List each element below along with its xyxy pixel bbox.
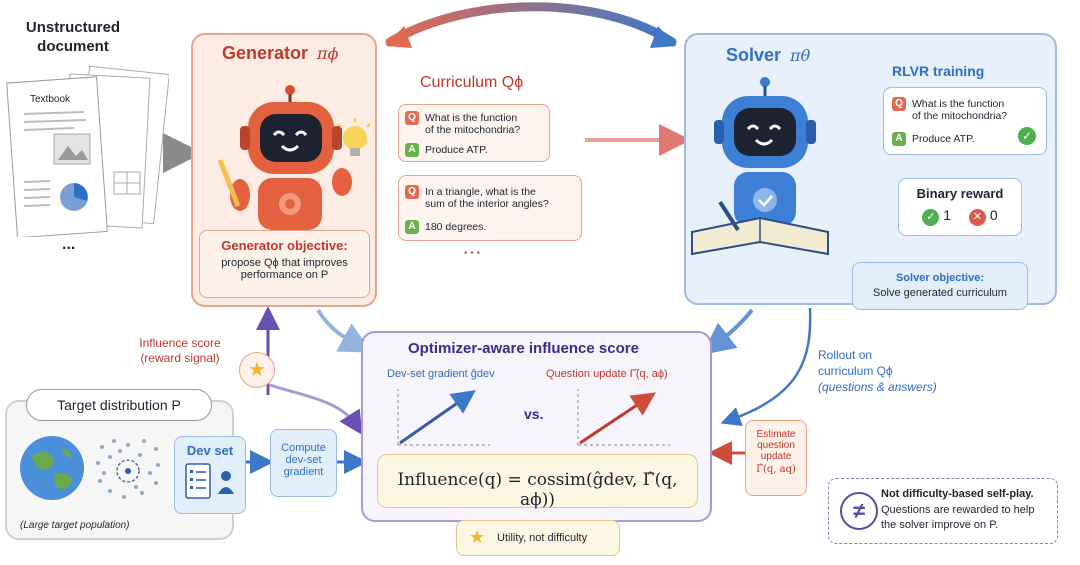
generator-objective-line2: performance on P (240, 269, 329, 281)
estimate-update-box: Estimate question update Γ̂(q, aq) (745, 420, 807, 496)
target-title-box: Target distribution P (26, 389, 212, 421)
curriculum-item-1: Q What is the function of the mitochondri… (398, 104, 550, 162)
curriculum-a2-row: A 180 degrees. (405, 220, 486, 234)
unstructured-line1: Unstructured (25, 19, 121, 36)
rollout-label: Rollout on curriculum Qϕ (questions & an… (818, 347, 937, 395)
document-stack-icon (6, 65, 169, 237)
compute-l1: Compute (281, 442, 326, 454)
note-rest2: the solver improve on P. (881, 519, 999, 531)
curriculum-title: Curriculum Qϕ (420, 74, 524, 91)
vs-label: vs. (524, 406, 544, 422)
globe-icon (20, 436, 84, 500)
solver-q-line2: of the mitochondria? (912, 110, 1008, 122)
rollout-l3: (questions & answers) (818, 380, 937, 394)
curriculum-q2: In a triangle, what is the (425, 185, 536, 198)
solver-robot-icon (691, 77, 829, 256)
curriculum-a2: 180 degrees. (425, 220, 487, 233)
influence-score-label-l2: (reward signal) (140, 351, 220, 365)
estimate-l2: question (757, 440, 795, 451)
population-dots-icon (96, 439, 160, 499)
curriculum-a1: Produce ATP. (425, 143, 488, 156)
reward-zero: 0 (989, 207, 998, 223)
influence-score-label: Influence score (reward signal) (132, 336, 228, 366)
unstructured-title: Unstructured document (18, 18, 128, 56)
generator-objective-box: Generator objective: propose Qϕ that imp… (199, 230, 370, 298)
compute-gradient-box: Compute dev-set gradient (270, 429, 337, 497)
rollout-l2: curriculum Qϕ (818, 364, 893, 378)
generator-title: Generator πϕ (222, 43, 338, 64)
generator-title-text: Generator (222, 43, 309, 63)
influence-formula: Influence(q) = cossim(ĝdev, Γ̂(q, aϕ)) (397, 470, 678, 510)
solver-a: Produce ATP. (912, 132, 975, 145)
solver-objective-box: Solver objective: Solve generated curric… (852, 262, 1028, 310)
gradient-vector-plots (397, 389, 670, 446)
solver-objective-title: Solver objective: (895, 272, 985, 284)
a-badge-icon: A (892, 132, 906, 146)
utility-label: Utility, not difficulty (497, 532, 588, 544)
solver-q-row: Q What is the function (892, 97, 1004, 111)
estimate-l3: update (760, 451, 792, 462)
curriculum-more: • • • (464, 248, 481, 259)
compute-l2: dev-set (285, 454, 322, 466)
curriculum-item-2: Q In a triangle, what is the sum of the i… (398, 175, 582, 241)
curriculum-q1-line2: of the mitochondria? (425, 124, 521, 136)
binary-reward-title: Binary reward (916, 186, 1004, 201)
question-update-label: Question update Γ̂(q, aϕ) (546, 368, 668, 380)
curriculum-q1-row: Q What is the function (405, 111, 517, 125)
dev-gradient-label: Dev-set gradient ĝdev (387, 368, 495, 380)
a-badge-icon: A (405, 143, 419, 157)
solver-objective-text: Solve generated curriculum (873, 287, 1007, 299)
solver-q-line1: What is the function (912, 97, 1005, 110)
curriculum-q2-line2: sum of the interior angles? (425, 198, 549, 210)
binary-reward-box: Binary reward ✓ 1 ✕ 0 (898, 178, 1022, 236)
generator-objective-title: Generator objective: (221, 238, 348, 253)
note-box: ≠ Not difficulty-based self-play. Questi… (828, 478, 1058, 544)
check-icon: ✓ (1018, 127, 1036, 145)
generator-policy: πϕ (317, 44, 339, 63)
influence-title: Optimizer-aware influence score (408, 340, 639, 357)
rlvr-training-label: RLVR training (892, 63, 985, 79)
textbook-label: Textbook (30, 94, 71, 105)
a-badge-icon: A (405, 220, 419, 234)
top-cycle-arrow (385, 2, 677, 47)
note-bold: Not difficulty-based self-play. (881, 488, 1034, 500)
solver-qa-card: Q What is the function of the mitochondri… (883, 87, 1047, 155)
solver-panel (684, 33, 1057, 305)
q-badge-icon: Q (892, 97, 906, 111)
solver-policy: πθ (790, 46, 811, 65)
solver-title-text: Solver (726, 45, 782, 65)
dev-set-label: Dev set (186, 443, 234, 458)
checklist-icon (185, 463, 234, 499)
estimate-l4: Γ̂(q, aq) (756, 464, 796, 475)
q-badge-icon: Q (405, 111, 419, 125)
generator-objective-line1: propose Qϕ that improves (221, 257, 348, 269)
check-circle-icon: ✓ (922, 209, 940, 226)
note-rest1: Questions are rewarded to help (881, 504, 1035, 516)
target-title: Target distribution P (57, 397, 181, 413)
star-icon: ★ (239, 352, 275, 388)
x-circle-icon: ✕ (968, 209, 986, 226)
solver-a-row: A Produce ATP. (892, 132, 975, 146)
generator-robot-icon (217, 85, 370, 230)
solver-title: Solver πθ (726, 45, 810, 66)
population-label: (Large target population) (20, 520, 130, 531)
curriculum-q2-row: Q In a triangle, what is the (405, 185, 536, 199)
binary-reward-values: ✓ 1 ✕ 0 (899, 207, 1021, 226)
utility-badge: ★ Utility, not difficulty (456, 520, 620, 556)
compute-l3: gradient (283, 466, 324, 478)
curriculum-a1-row: A Produce ATP. (405, 143, 488, 157)
unstructured-line2: document (37, 38, 109, 55)
influence-formula-box: Influence(q) = cossim(ĝdev, Γ̂(q, aϕ)) (377, 454, 698, 510)
dev-set-box: Dev set (174, 436, 246, 514)
estimate-l1: Estimate (756, 429, 796, 440)
q-badge-icon: Q (405, 185, 419, 199)
star-icon: ★ (469, 527, 486, 547)
documents-ellipsis: ... (62, 236, 76, 253)
reward-one: 1 (943, 207, 952, 223)
not-equal-icon: ≠ (840, 492, 878, 530)
influence-score-label-l1: Influence score (139, 336, 221, 350)
rollout-l1: Rollout on (818, 348, 873, 362)
curriculum-q1: What is the function (425, 111, 518, 124)
